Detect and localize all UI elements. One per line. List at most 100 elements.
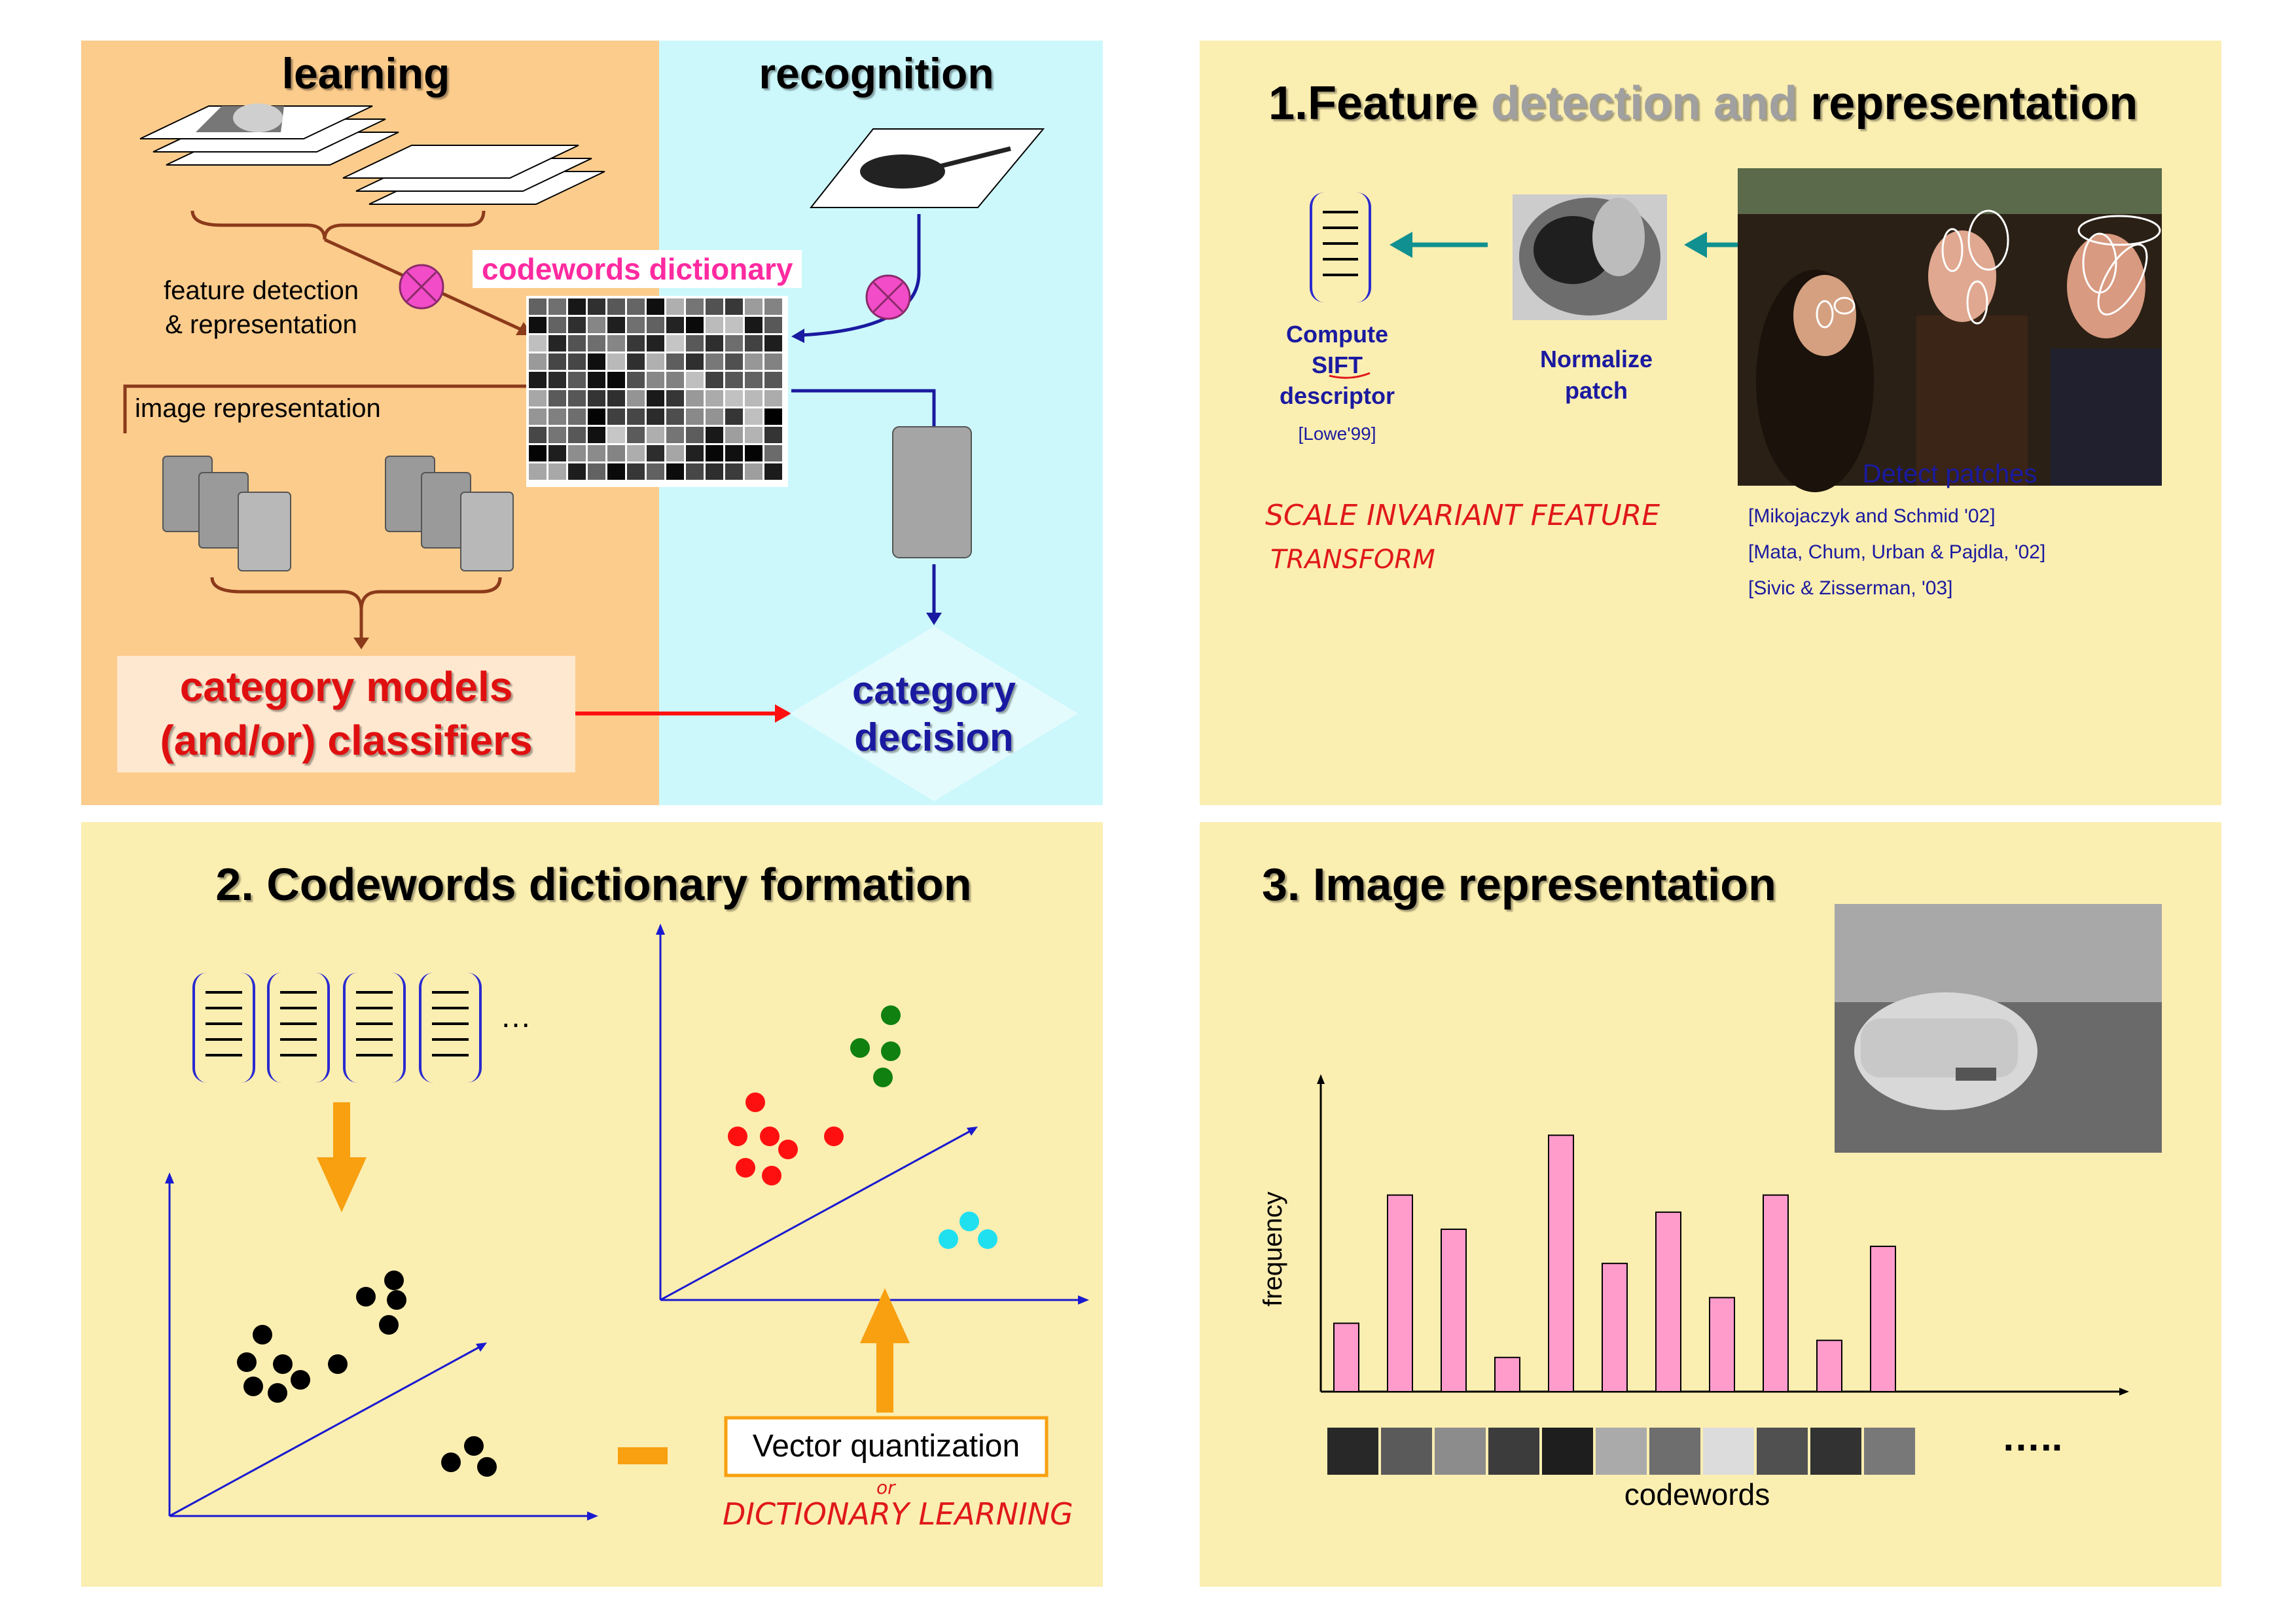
feature-label-line1: feature detection (164, 276, 359, 305)
histogram-bar (1441, 1228, 1467, 1393)
vq-label: Vector quantization (752, 1429, 1020, 1464)
codeword-patch (725, 427, 743, 443)
codeword-patch (647, 445, 664, 461)
codeword-patch (627, 372, 645, 388)
histogram-bar (1548, 1134, 1574, 1392)
compute-line3: descriptor (1279, 382, 1395, 409)
codeword-patch (529, 408, 547, 425)
codeword-strip-patch (1488, 1428, 1539, 1475)
codeword-patch (529, 298, 547, 315)
codeword-patch (745, 463, 762, 480)
panel-feature-detection: 1.Feature detection and representation (1200, 41, 2221, 805)
codeword-patch (588, 298, 605, 315)
codeword-patch (666, 427, 684, 443)
handwriting-dictionary-learning: DICTIONARY LEARNING (723, 1496, 1073, 1532)
codeword-patch (568, 445, 586, 461)
pipeline-graphics (117, 103, 1078, 801)
codeword-patch (725, 408, 743, 425)
codeword-patch (647, 463, 664, 480)
codeword-patch (706, 335, 723, 352)
codeword-patch (686, 427, 704, 443)
codeword-strip-patch (1703, 1428, 1754, 1475)
codeword-patch (686, 372, 704, 388)
image-rep-title: 3. Image representation (1262, 859, 1776, 910)
codeword-patch (706, 445, 723, 461)
panel-pipeline: learning recognition feature detection &… (81, 41, 1103, 805)
codeword-patch (686, 335, 704, 352)
ref-1: [Mikojaczyk and Schmid '02] (1748, 505, 1996, 527)
codeword-patch (745, 335, 762, 352)
feature-title-suffix: representation (1797, 77, 2138, 130)
compute-line2: SIFT (1312, 352, 1363, 378)
codeword-patch (548, 408, 566, 425)
histogram-bar (1763, 1194, 1789, 1392)
codeword-patch (745, 390, 762, 406)
bag-group-right (385, 456, 514, 571)
codeword-patch (725, 445, 743, 461)
codeword-patch (745, 298, 762, 315)
y-axis-label: frequency (1259, 1191, 1287, 1307)
codeword-patch (764, 463, 782, 480)
codeword-patch (548, 353, 566, 370)
codeword-patch (745, 427, 762, 443)
match-circle-left (399, 264, 444, 310)
codeword-patch (548, 335, 566, 352)
codeword-strip-patch (1810, 1428, 1861, 1475)
codeword-patch (607, 372, 625, 388)
codeword-patch (666, 390, 684, 406)
codeword-patch (588, 445, 605, 461)
codeword-patch (647, 298, 664, 315)
codeword-strip-patch (1327, 1428, 1378, 1475)
category-models-line2: (and/or) classifiers (160, 717, 533, 764)
codeword-patch (607, 353, 625, 370)
codeword-patch (706, 427, 723, 443)
codeword-patch (745, 372, 762, 388)
top-brace (190, 210, 486, 240)
compute-line1: Compute (1286, 321, 1388, 348)
codeword-patch (666, 463, 684, 480)
codeword-patch (706, 408, 723, 425)
codeword-patch (607, 427, 625, 443)
codeword-patch (764, 390, 782, 406)
bike-image-stack (342, 145, 605, 205)
category-models-box (117, 656, 575, 772)
codeword-patch (588, 427, 605, 443)
codeword-patch (647, 335, 664, 352)
codeword-patch (568, 353, 586, 370)
panel-image-representation: 3. Image representation frequency codewo… (1200, 822, 2221, 1587)
codeword-patch (529, 390, 547, 406)
codeword-patch (666, 298, 684, 315)
codeword-patch (588, 317, 605, 333)
codeword-patch (529, 353, 547, 370)
codeword-patch (627, 317, 645, 333)
feature-label-line2: & representation (165, 310, 357, 339)
codeword-patch (548, 317, 566, 333)
codeword-patch (627, 298, 645, 315)
vq-box (724, 1416, 1049, 1477)
codeword-patch (647, 317, 664, 333)
codeword-patch (548, 390, 566, 406)
codeword-patch (725, 298, 743, 315)
codeword-patch (725, 372, 743, 388)
codeword-strip-patch (1381, 1428, 1432, 1475)
codeword-patch (588, 408, 605, 425)
codeword-patch (647, 390, 664, 406)
black-dots (237, 1271, 497, 1477)
codeword-strip-patch (1596, 1428, 1647, 1475)
codeword-patch (627, 353, 645, 370)
handwriting-or: or (876, 1477, 895, 1498)
codeword-patch (745, 317, 762, 333)
codeword-patch (666, 408, 684, 425)
codeword-patch (686, 408, 704, 425)
histogram-bar (1387, 1194, 1413, 1392)
codeword-patch (588, 463, 605, 480)
codeword-patch (568, 408, 586, 425)
detect-patches-label: Detect patches (1862, 460, 2037, 488)
codeword-patch (627, 335, 645, 352)
codeword-strip-patch (1542, 1428, 1593, 1475)
histogram-bar (1655, 1211, 1681, 1392)
codeword-patch (666, 335, 684, 352)
panel-codewords-formation: 2. Codewords dictionary formation … (81, 822, 1103, 1587)
formation-graphics (165, 924, 1089, 1521)
codeword-patch (764, 298, 782, 315)
